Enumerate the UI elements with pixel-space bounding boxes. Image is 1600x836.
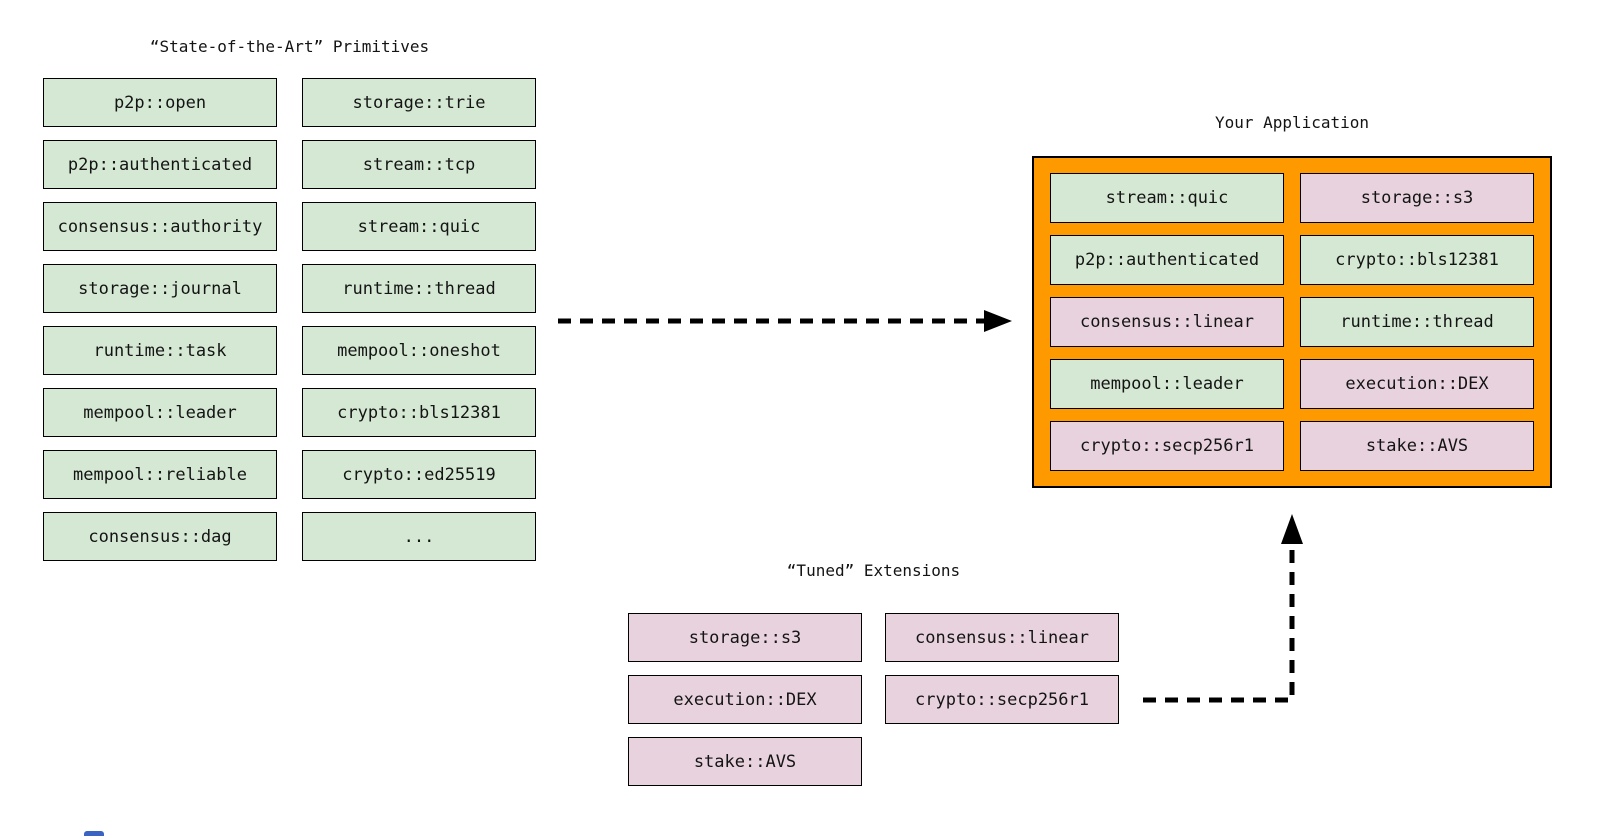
app-module-stake-avs: stake::AVS [1300,421,1534,471]
module-label: crypto::bls12381 [337,402,501,423]
primitive-box-crypto-ed25519: crypto::ed25519 [302,450,536,499]
app-module-runtime-thread: runtime::thread [1300,297,1534,347]
primitive-box-storage-journal: storage::journal [43,264,277,313]
extension-box-crypto-secp256r1: crypto::secp256r1 [885,675,1119,724]
primitive-box-runtime-task: runtime::task [43,326,277,375]
primitive-box-storage-trie: storage::trie [302,78,536,127]
primitive-box-stream-quic: stream::quic [302,202,536,251]
primitive-box-ellipsis: ... [302,512,536,561]
primitive-box-mempool-leader: mempool::leader [43,388,277,437]
app-module-consensus-linear: consensus::linear [1050,297,1284,347]
primitive-box-stream-tcp: stream::tcp [302,140,536,189]
app-module-crypto-bls12381: crypto::bls12381 [1300,235,1534,285]
module-label: consensus::dag [88,526,232,547]
app-module-execution-dex: execution::DEX [1300,359,1534,409]
module-label: execution::DEX [1345,374,1489,394]
application-title: Your Application [1214,113,1370,132]
module-label: runtime::thread [1340,312,1494,332]
module-label: p2p::authenticated [1074,250,1260,270]
module-label: crypto::ed25519 [342,464,496,485]
extensions-to-app-arrow-line [1143,542,1295,703]
extensions-to-app-arrowhead [1281,514,1303,544]
module-label: stream::tcp [362,154,476,175]
app-module-mempool-leader: mempool::leader [1050,359,1284,409]
module-label: execution::DEX [673,689,817,710]
primitive-box-crypto-bls12381: crypto::bls12381 [302,388,536,437]
app-module-storage-s3: storage::s3 [1300,173,1534,223]
app-module-stream-quic: stream::quic [1050,173,1284,223]
primitive-box-consensus-authority: consensus::authority [43,202,277,251]
module-label: p2p::open [113,92,207,113]
module-label: mempool::oneshot [337,340,501,361]
primitives-to-app-arrowhead [984,310,1012,332]
module-label: ... [403,526,435,547]
module-label: storage::trie [352,92,486,113]
module-label: crypto::secp256r1 [1080,436,1254,456]
module-label: crypto::secp256r1 [915,689,1089,710]
module-label: storage::s3 [1360,188,1474,208]
module-label: crypto::bls12381 [1335,250,1499,270]
module-label: stream::quic [357,216,481,237]
module-label: consensus::linear [915,627,1089,648]
primitive-box-mempool-oneshot: mempool::oneshot [302,326,536,375]
module-label: stake::AVS [1365,436,1469,456]
primitive-box-consensus-dag: consensus::dag [43,512,277,561]
module-label: stake::AVS [693,751,797,772]
bottom-edge-blue-artifact [84,831,104,836]
primitive-box-runtime-thread: runtime::thread [302,264,536,313]
app-module-crypto-secp256r1: crypto::secp256r1 [1050,421,1284,471]
extension-box-storage-s3: storage::s3 [628,613,862,662]
app-module-p2p-authenticated: p2p::authenticated [1050,235,1284,285]
module-label: mempool::reliable [73,464,247,485]
primitive-box-p2p-open: p2p::open [43,78,277,127]
module-label: mempool::leader [1090,374,1244,394]
module-label: consensus::linear [1080,312,1254,332]
module-label: consensus::authority [57,216,263,237]
extensions-title: “Tuned” Extensions [786,561,961,580]
extension-box-stake-avs: stake::AVS [628,737,862,786]
primitive-box-p2p-authenticated: p2p::authenticated [43,140,277,189]
module-label: mempool::leader [83,402,237,423]
module-label: stream::quic [1105,188,1229,208]
module-label: runtime::task [93,340,227,361]
primitive-box-mempool-reliable: mempool::reliable [43,450,277,499]
module-label: storage::s3 [688,627,802,648]
module-label: runtime::thread [342,278,496,299]
extension-box-consensus-linear: consensus::linear [885,613,1119,662]
module-label: p2p::authenticated [67,154,253,175]
extension-box-execution-dex: execution::DEX [628,675,862,724]
module-label: storage::journal [78,278,242,299]
primitives-title: “State-of-the-Art” Primitives [149,37,430,56]
